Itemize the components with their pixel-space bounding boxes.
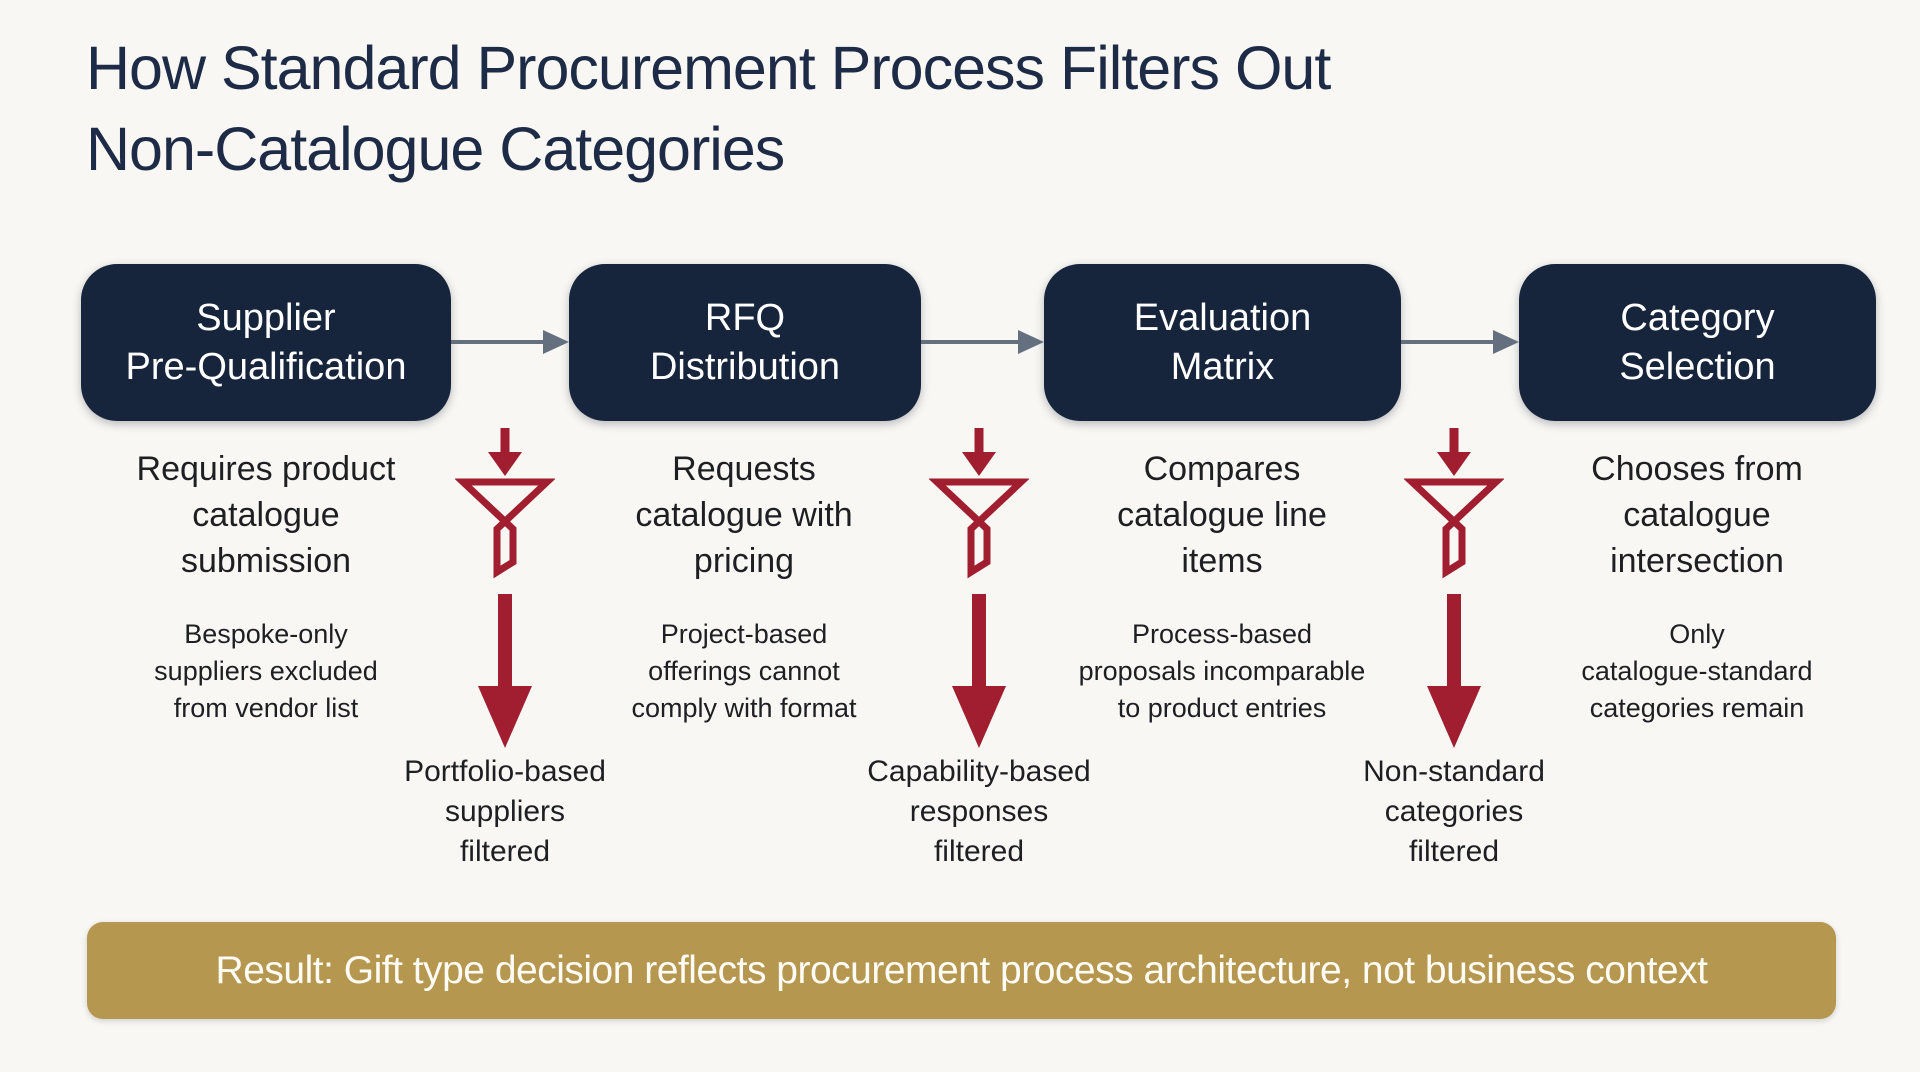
- filtered-arrow-head: [478, 686, 532, 748]
- stage-label: Evaluation Matrix: [1133, 296, 1312, 388]
- stage-detail: Bespoke-only suppliers excluded from ven…: [154, 619, 378, 723]
- filtered-arrow-head: [1427, 686, 1481, 748]
- stage-label: RFQ Distribution: [649, 296, 841, 388]
- down-arrow-head: [488, 452, 522, 476]
- stage-description: Requests catalogue with pricing: [635, 450, 853, 580]
- stage-box-rfq-distribution: RFQ Distribution: [569, 264, 921, 421]
- filtered-arrow-head: [952, 686, 1006, 748]
- stage-detail: Project-based offerings cannot comply wi…: [631, 619, 857, 723]
- stage-detail: Only catalogue-standard categories remai…: [1581, 619, 1813, 723]
- right-arrow-icon: [921, 330, 1044, 354]
- stage-description: Requires product catalogue submission: [136, 450, 396, 580]
- result-banner-text: Result: Gift type decision reflects proc…: [215, 948, 1708, 992]
- funnel-glyph: [928, 478, 1030, 579]
- funnel-icon: [928, 428, 1030, 748]
- stage-box-supplier-pre-qualification: Supplier Pre-Qualification: [81, 264, 451, 421]
- arrow-line: [1401, 340, 1495, 344]
- filtered-result: Capability-based responses filtered: [867, 755, 1091, 868]
- arrow-line: [451, 340, 545, 344]
- stage-description: Chooses from catalogue intersection: [1591, 450, 1803, 580]
- filtered-result: Portfolio-based suppliers filtered: [404, 755, 606, 868]
- stage-label: Supplier Pre-Qualification: [125, 296, 407, 388]
- funnel-group-1: [454, 424, 556, 756]
- result-banner: Result: Gift type decision reflects proc…: [87, 922, 1836, 1019]
- filtered-arrow-stem: [972, 594, 986, 690]
- funnel-group-2: [928, 424, 1030, 756]
- arrow-head: [543, 330, 569, 354]
- stage-description: Compares catalogue line items: [1117, 450, 1327, 580]
- stage-box-evaluation-matrix: Evaluation Matrix: [1044, 264, 1401, 421]
- page-title: How Standard Procurement Process Filters…: [86, 34, 1331, 183]
- stage-box-category-selection: Category Selection: [1519, 264, 1876, 421]
- right-arrow-icon: [451, 330, 569, 354]
- arrow-head: [1018, 330, 1044, 354]
- down-arrow-head: [1437, 452, 1471, 476]
- funnel-icon: [1403, 428, 1505, 748]
- filtered-result: Non-standard categories filtered: [1363, 755, 1545, 868]
- stage-label: Category Selection: [1619, 296, 1776, 388]
- funnel-glyph: [454, 478, 556, 579]
- funnel-group-3: [1403, 424, 1505, 756]
- right-arrow-icon: [1401, 330, 1519, 354]
- filtered-arrow-stem: [1447, 594, 1461, 690]
- down-arrow-head: [962, 452, 996, 476]
- funnel-glyph: [1403, 478, 1505, 579]
- stage-detail: Process-based proposals incomparable to …: [1078, 619, 1366, 723]
- arrow-line: [921, 340, 1020, 344]
- filtered-arrow-stem: [498, 594, 512, 690]
- arrow-head: [1493, 330, 1519, 354]
- funnel-icon: [454, 428, 556, 748]
